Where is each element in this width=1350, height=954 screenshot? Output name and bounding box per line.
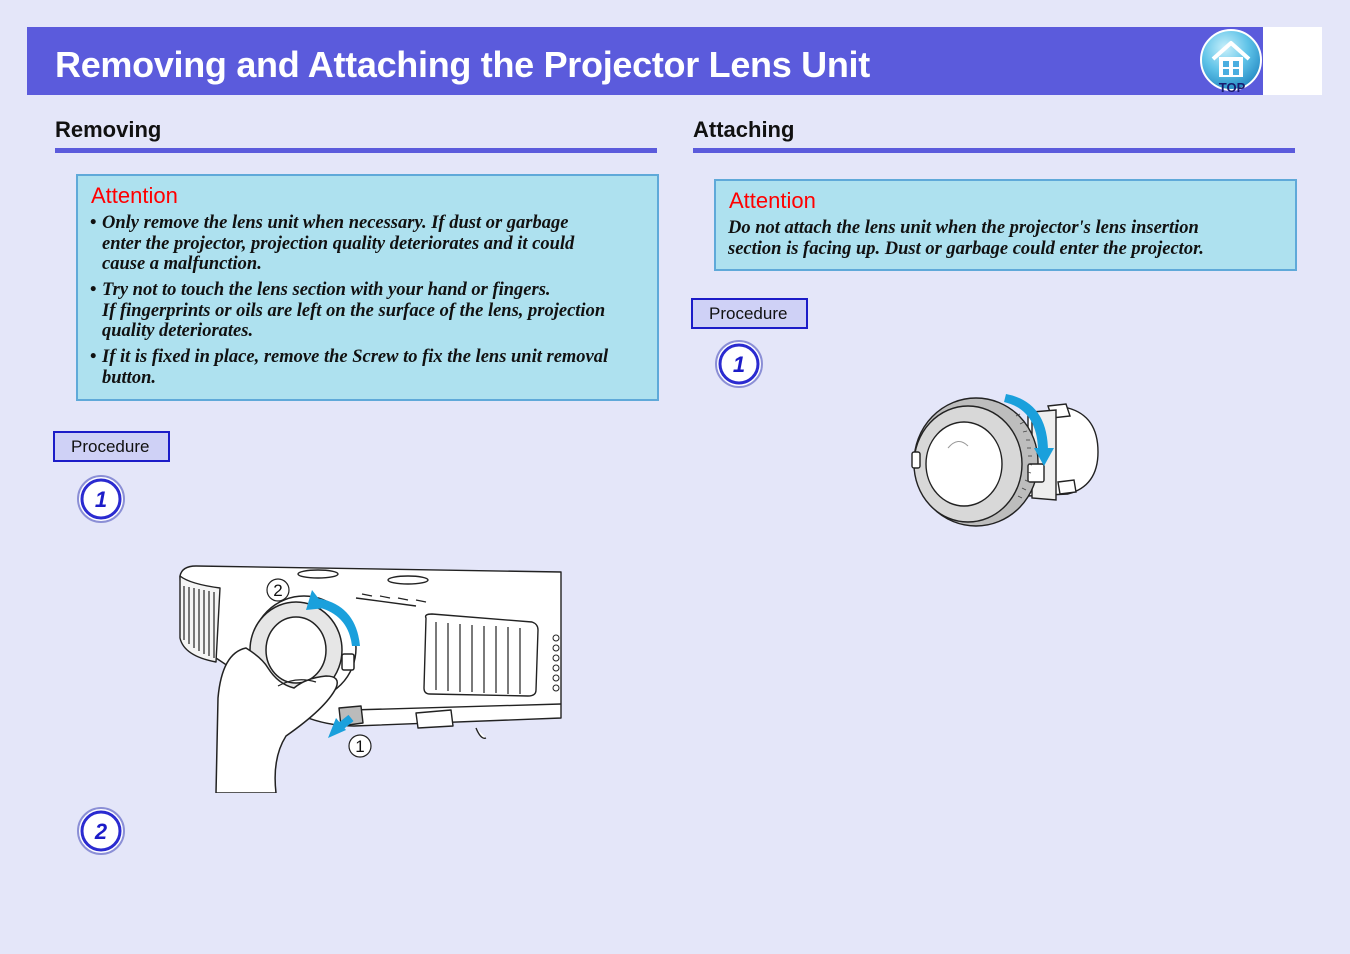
attention-item-line: Only remove the lens unit when necessary… bbox=[102, 213, 569, 233]
step-number: 1 bbox=[733, 352, 745, 377]
attention-text: Do not attach the lens unit when the pro… bbox=[728, 218, 1288, 260]
removing-heading: Removing bbox=[55, 117, 162, 142]
attention-text-line: Do not attach the lens unit when the pro… bbox=[728, 218, 1199, 238]
attention-item-line: cause a malfunction. bbox=[102, 254, 262, 274]
callout-2: 2 bbox=[273, 581, 282, 600]
attaching-attention-box: Attention Do not attach the lens unit wh… bbox=[714, 179, 1297, 271]
house-icon: TOP bbox=[1200, 29, 1262, 95]
attention-title: Attention bbox=[91, 183, 178, 208]
step-number: 2 bbox=[94, 819, 108, 844]
procedure-tag: Procedure bbox=[53, 431, 170, 462]
removing-rule bbox=[55, 148, 657, 153]
attaching-rule bbox=[693, 148, 1295, 153]
top-button[interactable]: TOP bbox=[1199, 29, 1265, 95]
attention-item-line: enter the projector, projection quality … bbox=[102, 233, 575, 254]
attention-title: Attention bbox=[729, 188, 816, 213]
step-1-badge: 1 bbox=[715, 340, 763, 388]
top-button-label: TOP bbox=[1219, 80, 1246, 95]
step-1-badge: 1 bbox=[77, 475, 125, 523]
lens-unit-illustration bbox=[911, 394, 1099, 527]
projector-removal-illustration: 2 1 bbox=[179, 565, 562, 793]
attention-item: • Only remove the lens unit when necessa… bbox=[90, 213, 652, 275]
bullet-dot: • bbox=[90, 280, 97, 300]
attention-item: • If it is fixed in place, remove the Sc… bbox=[90, 347, 652, 388]
attaching-heading: Attaching bbox=[693, 117, 795, 142]
callout-1: 1 bbox=[355, 737, 364, 756]
step-2-badge: 2 bbox=[77, 807, 125, 855]
bullet-dot: • bbox=[90, 213, 97, 233]
attention-text-line: section is facing up. Dust or garbage co… bbox=[728, 239, 1204, 259]
page-title: Removing and Attaching the Projector Len… bbox=[55, 44, 870, 85]
removing-attention-box: Attention • Only remove the lens unit wh… bbox=[76, 174, 659, 401]
attention-item-line: Try not to touch the lens section with y… bbox=[102, 280, 551, 300]
attention-item-line: button. bbox=[102, 367, 156, 388]
header-tab bbox=[1263, 27, 1322, 95]
attention-item-line: If fingerprints or oils are left on the … bbox=[102, 300, 606, 321]
attention-item-line: If it is fixed in place, remove the Scre… bbox=[102, 347, 609, 367]
attention-item-line: quality deteriorates. bbox=[102, 321, 254, 341]
attention-item: • Try not to touch the lens section with… bbox=[90, 280, 652, 342]
step-number: 1 bbox=[95, 487, 107, 512]
procedure-tag: Procedure bbox=[691, 298, 808, 329]
bullet-dot: • bbox=[90, 347, 97, 367]
header-bar bbox=[27, 27, 1263, 95]
